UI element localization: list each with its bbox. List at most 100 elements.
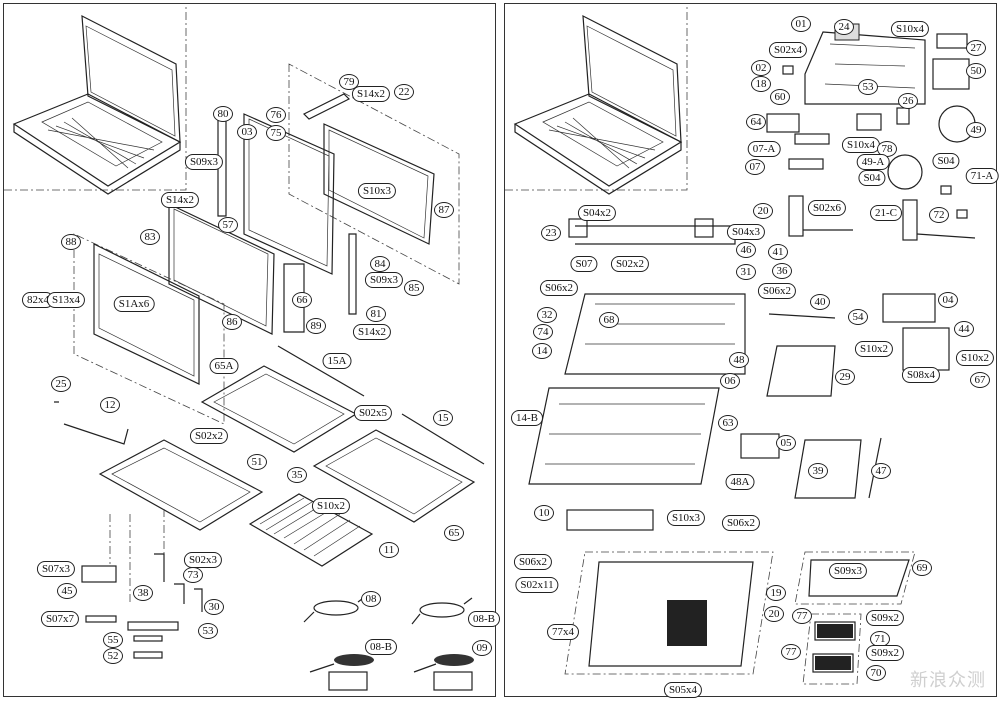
cover-71 [814, 621, 856, 641]
part-label-11: 11 [379, 542, 399, 558]
memory-07 [788, 158, 824, 170]
part-label-83: 83 [140, 229, 160, 245]
inset-frame [505, 4, 688, 191]
part-label-26: 26 [898, 93, 918, 109]
left-diagram-drawing [4, 4, 485, 691]
part-label-47: 47 [871, 463, 891, 479]
part-label-S02x2: S02x2 [189, 428, 229, 444]
part-label-29: 29 [835, 369, 855, 385]
part-label-01: 01 [791, 16, 811, 32]
part-label-S06x2-right: S06x2 [757, 283, 797, 299]
speaker-S04x3 [694, 218, 714, 238]
part-label-S09x2-upper: S09x2 [865, 610, 905, 626]
part-label-S07: S07 [570, 256, 598, 272]
part-label-27: 27 [966, 40, 986, 56]
part-label-07: 07 [745, 159, 765, 175]
part-label-S04-lower: S04 [858, 170, 886, 186]
part-label-74: 74 [533, 324, 553, 340]
battery-10 [566, 509, 654, 531]
part-label-S10x2-right: S10x2 [955, 350, 995, 366]
part-label-S02x5: S02x5 [353, 405, 393, 421]
part-label-24: 24 [834, 19, 854, 35]
optical-drive-06 [766, 345, 836, 397]
board-54 [768, 313, 836, 319]
speaker-23 [568, 218, 588, 238]
bracket-73 [154, 553, 165, 582]
part-label-S14x2: S14x2 [160, 192, 200, 208]
part-label-84: 84 [370, 256, 390, 272]
part-label-15: 15 [433, 410, 453, 426]
part-label-89: 89 [306, 318, 326, 334]
part-label-03: 03 [237, 124, 257, 140]
part-label-S02x6: S02x6 [807, 200, 847, 216]
board-52 [133, 651, 163, 659]
part-label-25: 25 [51, 376, 71, 392]
cover-69-group [794, 551, 916, 605]
hdd-bracket-44 [902, 327, 950, 371]
heatpipe-21-C [916, 233, 976, 239]
part-label-S09x3-hinge: S09x3 [364, 272, 404, 288]
top-case [98, 439, 264, 531]
card-05 [740, 433, 780, 459]
part-label-06: 06 [720, 373, 740, 389]
part-label-02: 02 [751, 60, 771, 76]
board-53 [127, 621, 179, 631]
part-label-10: 10 [534, 505, 554, 521]
board-S07x7 [85, 615, 117, 623]
part-26 [896, 107, 910, 125]
part-label-S04x2: S04x2 [577, 205, 617, 221]
part-label-80: 80 [213, 106, 233, 122]
part-label-40: 40 [810, 294, 830, 310]
part-label-67: 67 [970, 372, 990, 388]
inset-frame [4, 4, 187, 191]
part-label-30: 30 [204, 599, 224, 615]
part-label-S1Ax6: S1Ax6 [113, 296, 155, 312]
part-label-86: 86 [222, 314, 242, 330]
lcd-back-cover-87 [323, 123, 435, 245]
part-label-04: 04 [938, 292, 958, 308]
part-label-79: 79 [339, 74, 359, 90]
part-label-20-cover: 20 [764, 606, 784, 622]
part-label-S10x2-left: S10x2 [854, 341, 894, 357]
part-label-S08x4: S08x4 [901, 367, 941, 383]
part-label-S10x4: S10x4 [890, 21, 930, 37]
strip-15A [277, 345, 365, 397]
part-label-08: 08 [361, 591, 381, 607]
lcd-back-cover-group [288, 63, 460, 285]
part-label-S02x4: S02x4 [768, 42, 808, 58]
fan-49-A [887, 154, 923, 190]
board-45 [81, 565, 117, 583]
part-label-66: 66 [292, 292, 312, 308]
base-chassis-14-B [528, 387, 720, 485]
part-label-77-upper: 77 [792, 608, 812, 624]
ac-adapter-09 [413, 654, 474, 691]
part-label-87: 87 [434, 202, 454, 218]
strip-15 [401, 413, 485, 465]
part-label-82x4: 82x4 [22, 292, 54, 308]
cable-89 [283, 263, 305, 333]
cover-69 [808, 559, 910, 597]
part-label-69: 69 [912, 560, 932, 576]
part-label-75: 75 [266, 125, 286, 141]
part-label-S10x2: S10x2 [311, 498, 351, 514]
pad-71-A [940, 185, 952, 195]
cable-30 [174, 583, 203, 612]
part-label-85: 85 [404, 280, 424, 296]
part-label-08-B-cord: 08-B [468, 611, 500, 627]
part-S10x4 [856, 113, 882, 131]
part-label-73: 73 [183, 567, 203, 583]
cable-12 [54, 401, 129, 445]
hdd-04 [882, 293, 936, 323]
part-label-36: 36 [772, 263, 792, 279]
part-label-49-A: 49-A [856, 154, 890, 170]
part-label-S10x3: S10x3 [357, 183, 397, 199]
speaker-bar [575, 225, 736, 245]
part-label-53: 53 [198, 623, 218, 639]
part-label-81: 81 [366, 306, 386, 322]
right-diagram-drawing [505, 4, 976, 685]
power-cord-08 [303, 595, 367, 623]
lcd-bezel-88 [93, 243, 200, 385]
part-label-88: 88 [61, 234, 81, 250]
part-label-18: 18 [751, 76, 771, 92]
cpu-50 [932, 58, 970, 90]
